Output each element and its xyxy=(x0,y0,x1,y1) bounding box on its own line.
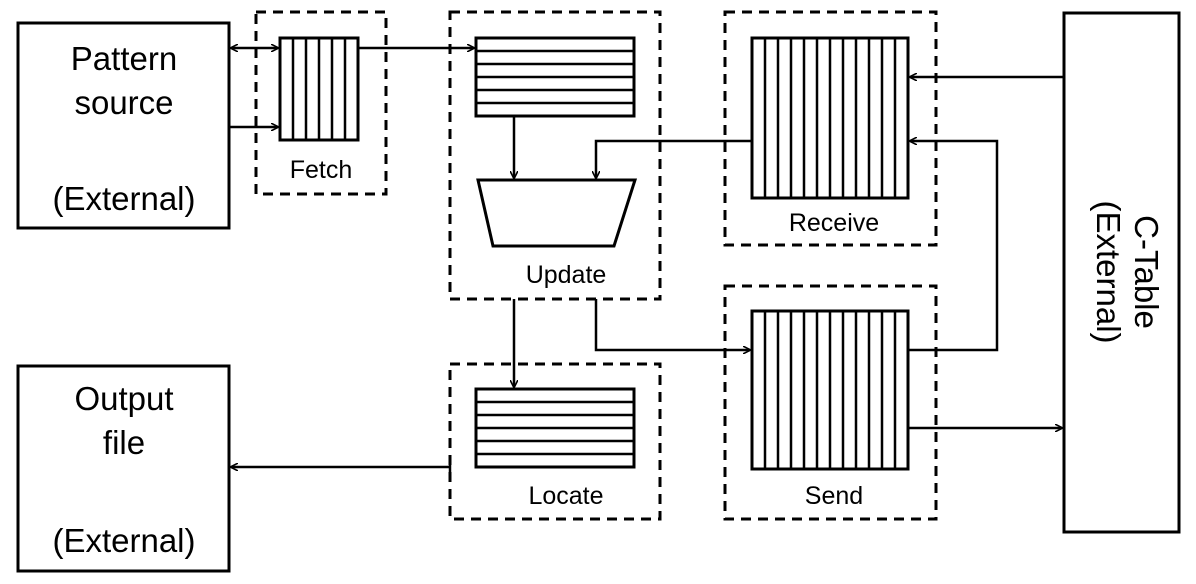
pattern-source-block: Pattern source (External) xyxy=(16,21,231,230)
output-file-line-3: (External) xyxy=(52,522,195,559)
ctable-line-2: (External) xyxy=(1090,200,1127,343)
send-label: Send xyxy=(805,482,863,510)
arrow-update-to-send xyxy=(594,299,750,350)
pattern-source-line-3: (External) xyxy=(52,180,195,217)
pattern-source-line-1: Pattern xyxy=(71,40,177,77)
output-file-line-1: Output xyxy=(74,380,173,417)
output-file-line-2: file xyxy=(103,424,145,461)
update-stage: Update xyxy=(448,10,662,301)
locate-label: Locate xyxy=(528,482,603,510)
pattern-source-line-2: source xyxy=(74,84,173,121)
ctable-line-1: C-Table xyxy=(1128,215,1165,329)
ctable-block: C-Table (External) xyxy=(1062,11,1181,534)
locate-stage: Locate xyxy=(448,362,662,521)
send-stage: Send xyxy=(723,284,938,521)
arrow-send-to-receive-loop xyxy=(908,141,999,352)
update-label: Update xyxy=(526,261,607,289)
receive-label: Receive xyxy=(789,209,879,237)
receive-stage: Receive xyxy=(723,10,938,247)
fetch-label: Fetch xyxy=(290,156,353,184)
update-alu-trapezoid xyxy=(476,178,638,248)
output-file-block: Output file (External) xyxy=(16,364,231,573)
arrow-receive-to-alu xyxy=(596,139,752,178)
fetch-stage: Fetch xyxy=(254,10,388,196)
